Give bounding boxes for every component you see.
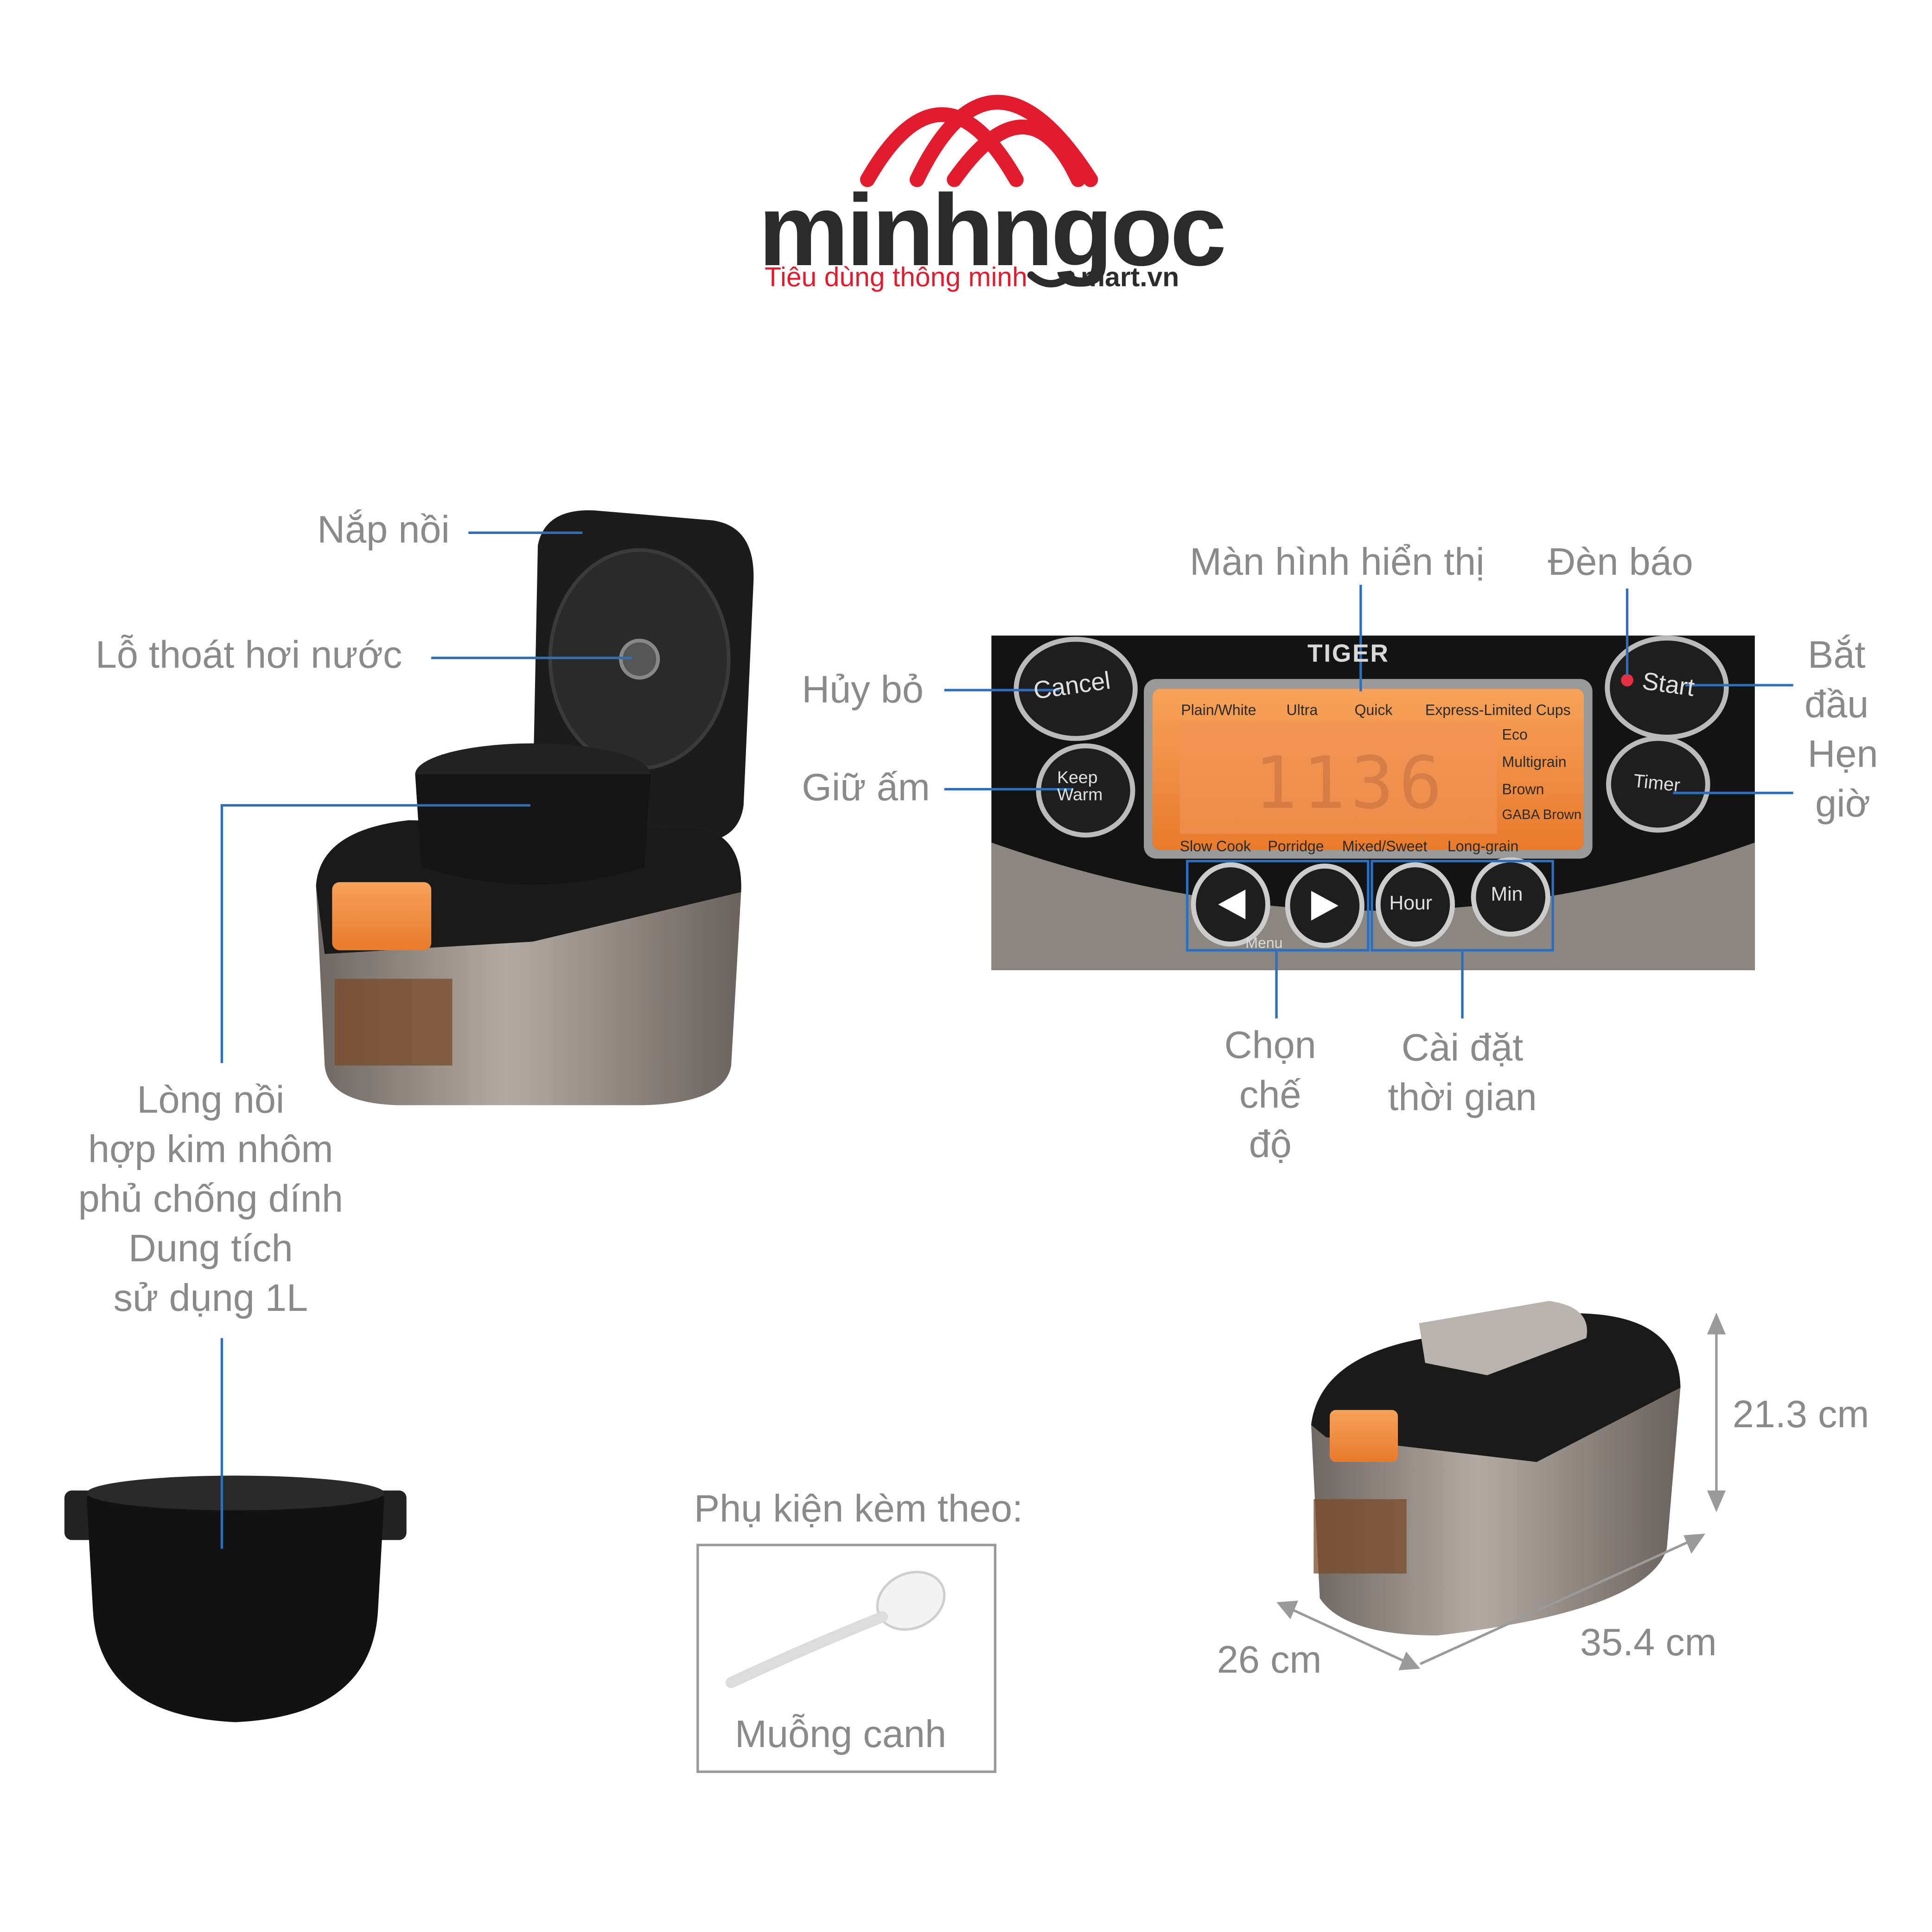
lcd-menu-express: Express-Limited Cups bbox=[1425, 701, 1571, 719]
lcd-menu-ultra: Ultra bbox=[1286, 701, 1318, 719]
lcd-menu-gaba-brown: GABA Brown bbox=[1502, 807, 1582, 823]
width-arrow-right-icon bbox=[1683, 1533, 1705, 1554]
label-lid: Nắp nồi bbox=[317, 508, 450, 552]
label-start-line-1: Bắt bbox=[1808, 633, 1866, 677]
lcd-digits: 1136 bbox=[1254, 741, 1447, 826]
lcd-menu-porridge: Porridge bbox=[1268, 837, 1324, 855]
hour-button-graphic bbox=[1375, 862, 1455, 947]
height-arrow-bottom-icon bbox=[1707, 1490, 1726, 1513]
menu-label: Menu bbox=[1245, 934, 1283, 952]
label-inner-pot-line-1: Lòng nồi bbox=[137, 1078, 285, 1121]
brand-wordmark: minhngoc bbox=[758, 174, 1227, 288]
label-cancel: Hủy bỏ bbox=[802, 667, 924, 712]
inner-pot-in-cooker bbox=[415, 774, 651, 885]
warm-label: Warm bbox=[1057, 784, 1103, 804]
label-timer: Hẹn giờ bbox=[1793, 730, 1893, 829]
arrow-left-icon bbox=[1218, 890, 1246, 920]
label-inner-pot-line-2: hợp kim nhôm bbox=[88, 1127, 333, 1171]
dimension-depth: 26 cm bbox=[1217, 1638, 1322, 1682]
lcd-menu-eco: Eco bbox=[1502, 726, 1528, 744]
accessory-heading: Phụ kiện kèm theo: bbox=[694, 1487, 1023, 1531]
lcd-menu-mixed-sweet: Mixed/Sweet bbox=[1342, 837, 1428, 855]
small-lcd-icon bbox=[332, 882, 432, 951]
menu-group-box bbox=[1186, 859, 1370, 952]
closed-sticker bbox=[1314, 1499, 1407, 1574]
time-group-box bbox=[1371, 859, 1554, 952]
leader-inner-pot bbox=[220, 804, 531, 1063]
lcd-menu-long-grain: Long-grain bbox=[1447, 837, 1519, 855]
lcd-menu-plain-white: Plain/White bbox=[1181, 701, 1256, 719]
label-start: Bắt đầu bbox=[1787, 631, 1886, 730]
closed-lid-panel bbox=[1419, 1301, 1587, 1375]
label-timer-line-1: Hẹn bbox=[1807, 732, 1878, 776]
dimension-height: 21.3 cm bbox=[1732, 1392, 1869, 1436]
brand-tagline: Tiêu dùng thông minh bbox=[765, 261, 1027, 292]
brand-domain: mart.vn bbox=[1080, 261, 1180, 292]
label-menu-select: Chọn chế độ bbox=[1202, 1021, 1339, 1169]
label-timer-line-2: giờ bbox=[1815, 782, 1871, 826]
label-inner-pot-line-5: sử dụng 1L bbox=[113, 1276, 308, 1320]
closed-lcd-icon bbox=[1330, 1410, 1398, 1462]
keep-label: Keep bbox=[1057, 767, 1098, 787]
closed-rice-cooker bbox=[1311, 1301, 1681, 1636]
logo-arc-left-icon bbox=[860, 107, 1024, 187]
panel-brand: TIGER bbox=[1307, 640, 1390, 668]
depth-arrow-left-icon bbox=[1276, 1601, 1298, 1620]
dimension-arrows bbox=[1276, 1312, 1726, 1671]
lcd-digit-area bbox=[1180, 722, 1497, 834]
control-panel bbox=[991, 636, 1755, 970]
pot-bowl bbox=[87, 1481, 384, 1722]
logo-arc-right-icon bbox=[947, 119, 1086, 187]
lcd-menu-slow-cook: Slow Cook bbox=[1180, 837, 1251, 855]
label-menu-select-line-1: Chọn bbox=[1224, 1023, 1316, 1067]
keep-warm-button[interactable]: Keep Warm bbox=[1057, 768, 1103, 803]
depth-arrow-right-icon bbox=[1398, 1652, 1421, 1671]
open-rice-cooker bbox=[316, 510, 754, 1106]
body-sticker bbox=[334, 979, 453, 1066]
min-button[interactable]: Min bbox=[1491, 884, 1523, 906]
dimension-width: 35.4 cm bbox=[1580, 1621, 1717, 1664]
inner-pot bbox=[64, 1475, 407, 1722]
label-time-setting-line-2: thời gian bbox=[1388, 1075, 1537, 1119]
label-inner-pot-line-3: phủ chống dính bbox=[78, 1177, 344, 1220]
spoon-handle bbox=[725, 1611, 888, 1688]
leader-lines bbox=[220, 531, 1793, 1549]
label-inner-pot: Lòng nồi hợp kim nhôm phủ chống dính Dun… bbox=[37, 1075, 384, 1323]
panel-steel-band bbox=[991, 842, 1755, 970]
accessory-item-label: Muỗng canh bbox=[735, 1712, 947, 1756]
label-start-line-2: đầu bbox=[1804, 682, 1869, 726]
logo-smile-icon bbox=[1027, 271, 1075, 287]
hour-button[interactable]: Hour bbox=[1389, 893, 1433, 915]
depth-arrow-line bbox=[1286, 1606, 1411, 1665]
pot-rim bbox=[87, 1475, 384, 1511]
label-steam-vent: Lỗ thoát hơi nước bbox=[95, 633, 402, 677]
label-time-setting-line-1: Cài đặt bbox=[1401, 1026, 1524, 1069]
lcd-menu-quick: Quick bbox=[1354, 701, 1393, 719]
soup-spoon bbox=[725, 1570, 946, 1688]
arrow-right-icon bbox=[1311, 890, 1339, 921]
accessory-box bbox=[696, 1544, 997, 1773]
closed-top bbox=[1311, 1313, 1681, 1462]
label-inner-pot-line-4: Dung tích bbox=[128, 1227, 293, 1270]
timer-button-graphic bbox=[1606, 736, 1710, 833]
label-menu-select-line-3: độ bbox=[1249, 1122, 1292, 1166]
spoon-bowl-icon bbox=[876, 1570, 946, 1631]
width-arrow-line bbox=[1420, 1538, 1696, 1665]
label-display: Màn hình hiển thị bbox=[1189, 540, 1485, 584]
height-arrow-top-icon bbox=[1707, 1312, 1726, 1335]
indicator-light-icon bbox=[1621, 674, 1633, 686]
lcd-menu-brown: Brown bbox=[1502, 780, 1544, 798]
label-time-setting: Cài đặt thời gian bbox=[1363, 1023, 1562, 1123]
label-indicator-light: Đèn báo bbox=[1548, 540, 1693, 584]
lcd-menu-multigrain: Multigrain bbox=[1502, 753, 1567, 771]
label-menu-select-line-2: chế bbox=[1239, 1073, 1301, 1117]
label-keep-warm: Giữ ấm bbox=[802, 765, 930, 809]
